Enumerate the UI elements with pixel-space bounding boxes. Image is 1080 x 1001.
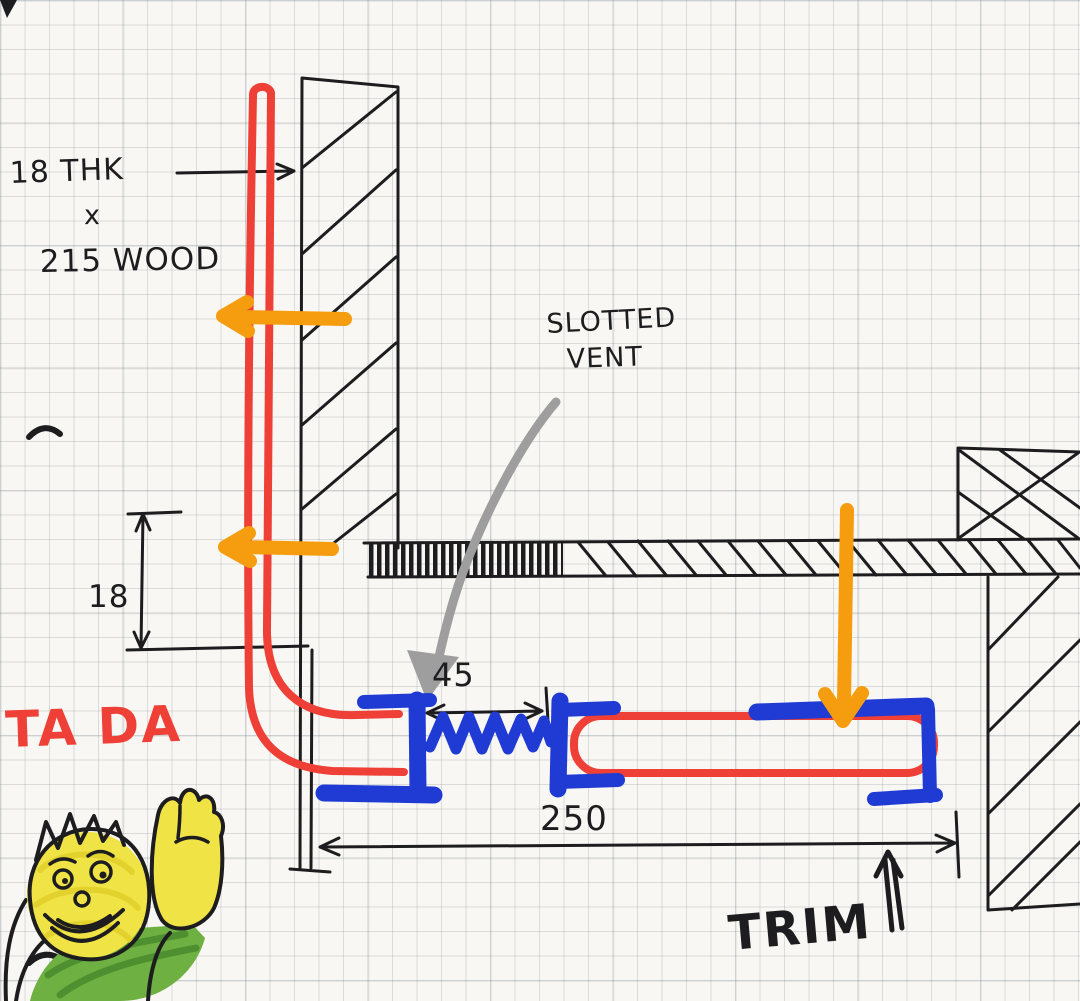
orange-marker-arrows [216, 295, 869, 728]
dimension-45-label: 45 [432, 656, 475, 694]
dimension-45 [425, 686, 551, 739]
right-eye [89, 860, 113, 884]
left-wall-hatch [300, 90, 398, 548]
dimension-18 [125, 510, 310, 652]
blue-marker-channels [315, 691, 943, 806]
material-leader-arrow [175, 162, 296, 181]
right-frame-member [956, 446, 1080, 912]
red-trim-pocket-outline [570, 712, 938, 777]
nose [73, 890, 91, 908]
orange-arrow-down [818, 503, 869, 728]
trim-pointer-arrow [873, 849, 905, 933]
dimension-250-label: 250 [540, 799, 608, 839]
face-outline [27, 826, 152, 962]
ink-labels: 18 THK x 215 WOOD SLOTTED VENT 18 45 250… [9, 152, 874, 962]
dimension-250 [318, 810, 961, 879]
material-note-line1: 18 THK [9, 152, 125, 191]
thumbs-up-hand [149, 787, 225, 931]
smile-mouth [43, 908, 125, 943]
corner-ink-mark [0, 0, 17, 18]
gray-pointer-arrow [407, 397, 561, 701]
right-frame-cross-hatch [956, 448, 1080, 541]
red-marker-highlight [244, 83, 938, 777]
slotted-vent-label-line1: SLOTTED [546, 302, 677, 340]
left-wall-section [288, 76, 400, 874]
blue-vent-zigzag [424, 711, 557, 755]
material-note-line3: 215 WOOD [40, 241, 221, 280]
orange-arrow-upper [216, 295, 352, 338]
slotted-vent-label-line2: VENT [566, 341, 643, 375]
hair-zigzag [34, 812, 126, 862]
dimension-18-label: 18 [88, 579, 129, 615]
thumbs-up-smiley [3, 787, 225, 1001]
left-eye [52, 868, 74, 890]
eyebrows [48, 849, 115, 866]
trim-label: TRIM [726, 894, 874, 962]
tada-label: TA DA [4, 695, 182, 759]
panel-hatch [576, 538, 1080, 578]
material-note-line2: x [84, 200, 101, 231]
lower-wall-strip [288, 648, 332, 874]
orange-arrow-lower [218, 526, 339, 568]
right-frame-lower-hatch [986, 575, 1080, 912]
